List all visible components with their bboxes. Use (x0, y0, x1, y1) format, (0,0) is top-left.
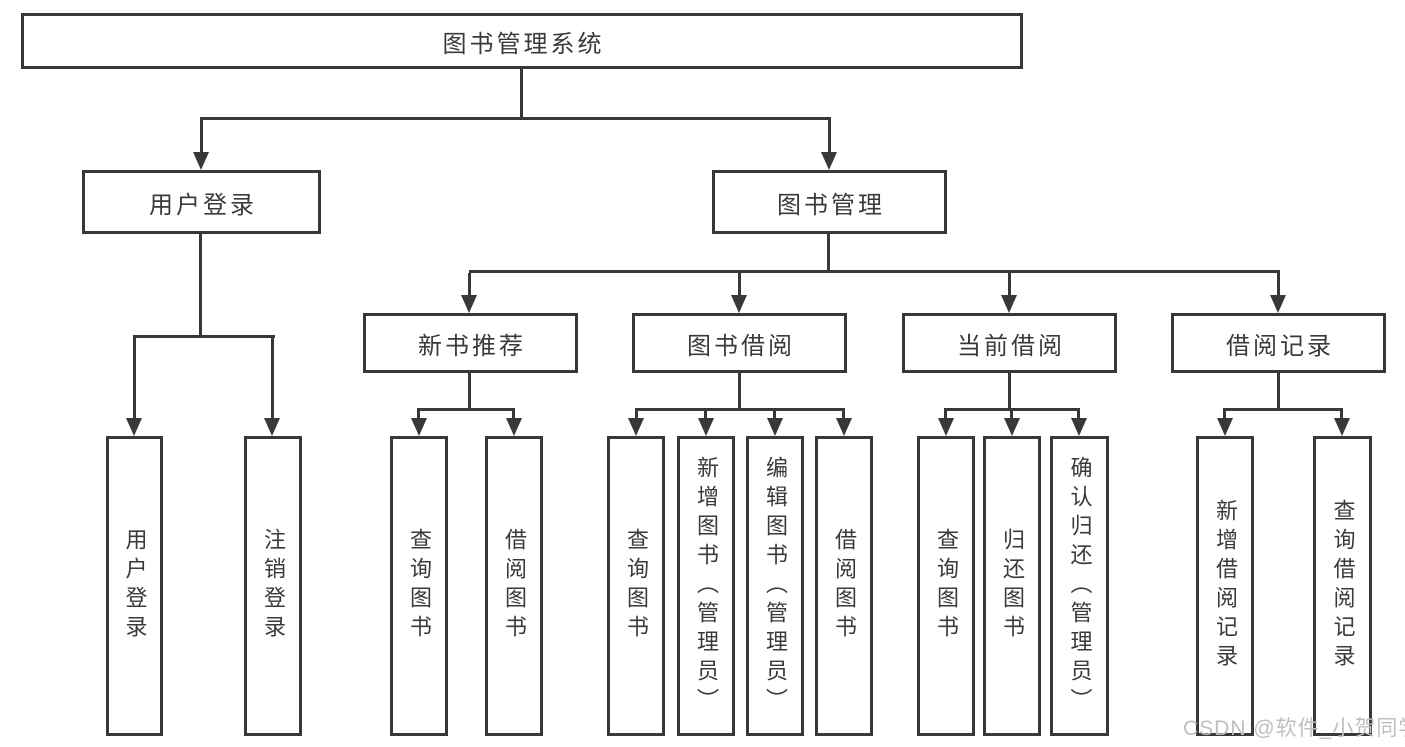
leaf-label: 归还图书 (1000, 528, 1025, 644)
node-user-login: 用户登录 (82, 170, 321, 234)
connector-line (200, 117, 831, 120)
connector-line (1077, 408, 1080, 420)
leaf-user-login: 用户登录 (106, 436, 163, 736)
connector-line (199, 234, 202, 335)
connector-line (133, 338, 136, 420)
leaf-query-borrow-record: 查询借阅记录 (1313, 436, 1372, 736)
leaf-label: 查询图书 (624, 528, 649, 644)
connector-line (828, 120, 831, 154)
leaf-query-book-borrow: 查询图书 (607, 436, 665, 736)
node-label: 新书推荐 (418, 332, 526, 360)
arrow-down-icon (1001, 295, 1017, 313)
connector-line (704, 408, 707, 420)
arrow-down-icon (628, 418, 644, 436)
arrow-down-icon (461, 295, 477, 313)
leaf-label: 查询图书 (407, 528, 432, 644)
arrow-down-icon (767, 418, 783, 436)
leaf-label: 新增图书（管理员） (694, 455, 719, 717)
leaf-return-book: 归还图书 (983, 436, 1041, 736)
connector-line (469, 270, 1280, 273)
node-label: 用户登录 (149, 191, 257, 219)
arrow-down-icon (506, 418, 522, 436)
node-label: 图书管理 (777, 191, 885, 219)
connector-line (738, 373, 741, 408)
leaf-add-borrow-record: 新增借阅记录 (1196, 436, 1254, 736)
leaf-label: 确认归还（管理员） (1067, 455, 1093, 717)
connector-line (200, 120, 203, 154)
connector-line (133, 335, 275, 338)
arrow-down-icon (126, 418, 142, 436)
connector-line (1340, 408, 1343, 420)
arrow-down-icon (1004, 418, 1020, 436)
leaf-label: 查询图书 (934, 528, 959, 644)
arrow-down-icon (836, 418, 852, 436)
arrow-down-icon (264, 418, 280, 436)
connector-line (1277, 373, 1280, 408)
connector-line (635, 408, 638, 420)
node-label: 图书借阅 (687, 332, 795, 360)
connector-line (1223, 408, 1343, 411)
leaf-logout: 注销登录 (244, 436, 302, 736)
node-label: 借阅记录 (1226, 332, 1334, 360)
leaf-query-book-recommend: 查询图书 (390, 436, 448, 736)
arrow-down-icon (193, 152, 209, 170)
leaf-label: 编辑图书（管理员） (763, 455, 788, 717)
connector-line (1010, 408, 1013, 420)
connector-line (271, 338, 274, 420)
arrow-down-icon (821, 152, 837, 170)
connector-line (468, 373, 471, 408)
leaf-borrow-book-recommend: 借阅图书 (485, 436, 543, 736)
connector-line (944, 408, 947, 420)
node-borrow-record: 借阅记录 (1171, 313, 1386, 373)
connector-line (417, 408, 420, 420)
connector-line (520, 69, 523, 117)
connector-line (1008, 373, 1011, 408)
connector-line (827, 234, 830, 270)
connector-line (1223, 408, 1226, 420)
connector-line (468, 273, 471, 297)
leaf-label: 借阅图书 (832, 528, 857, 644)
connector-line (512, 408, 515, 420)
connector-line (417, 408, 515, 411)
node-label: 当前借阅 (957, 332, 1065, 360)
connector-line (635, 408, 845, 411)
connector-line (773, 408, 776, 420)
leaf-edit-book-admin: 编辑图书（管理员） (746, 436, 804, 736)
node-current-borrow: 当前借阅 (902, 313, 1117, 373)
arrow-down-icon (731, 295, 747, 313)
connector-line (738, 273, 741, 297)
leaf-label: 注销登录 (261, 528, 286, 644)
node-book-management: 图书管理 (712, 170, 947, 234)
leaf-label: 用户登录 (122, 528, 148, 644)
node-library-management-system: 图书管理系统 (21, 13, 1023, 69)
leaf-add-book-admin: 新增图书（管理员） (677, 436, 735, 736)
arrow-down-icon (1071, 418, 1087, 436)
arrow-down-icon (1217, 418, 1233, 436)
leaf-label: 新增借阅记录 (1213, 499, 1238, 673)
leaf-label: 借阅图书 (502, 528, 527, 644)
connector-line (1008, 273, 1011, 297)
arrow-down-icon (938, 418, 954, 436)
csdn-watermark: CSDN @软件_小贺同学 (1183, 717, 1405, 740)
leaf-query-book-current: 查询图书 (917, 436, 975, 736)
leaf-borrow-book: 借阅图书 (815, 436, 873, 736)
arrow-down-icon (1270, 295, 1286, 313)
leaf-confirm-return-admin: 确认归还（管理员） (1050, 436, 1109, 736)
arrow-down-icon (1334, 418, 1350, 436)
node-new-book-recommend: 新书推荐 (363, 313, 578, 373)
node-label: 图书管理系统 (442, 30, 605, 58)
leaf-label: 查询借阅记录 (1330, 499, 1356, 673)
node-book-borrow: 图书借阅 (632, 313, 847, 373)
arrow-down-icon (411, 418, 427, 436)
arrow-down-icon (698, 418, 714, 436)
connector-line (1277, 273, 1280, 297)
connector-line (842, 408, 845, 420)
